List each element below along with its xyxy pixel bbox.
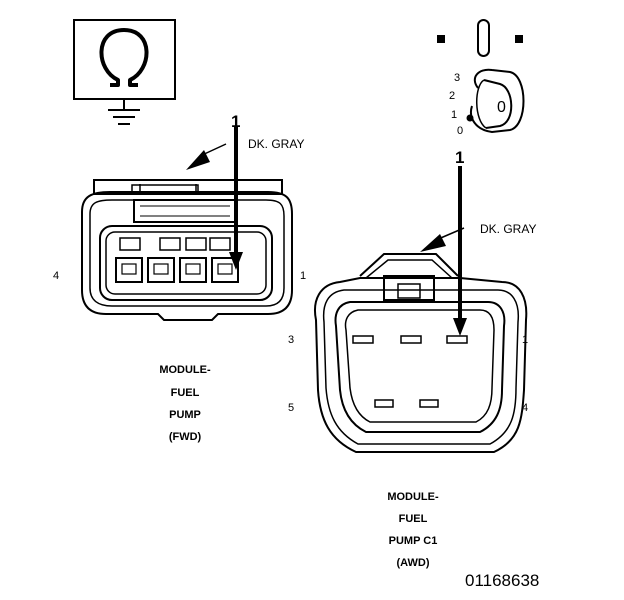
awd-pin-cavities [352,335,468,408]
dial-label: 0 [497,99,506,116]
meter-selector-dial-icon: 0 [466,68,525,134]
dial-position-0: 0 [457,125,463,137]
awd-probe-arrowhead [453,318,467,336]
fwd-caption-line-2: FUEL [171,387,200,399]
awd-pin-3: 3 [288,334,294,346]
fwd-pin-left: 4 [53,270,59,282]
fwd-probe-arrowhead [229,252,243,270]
awd-pin-4: 4 [522,402,528,414]
dial-position-3: 3 [454,72,460,84]
fwd-connector [81,126,293,321]
fwd-wire-number: 1 [231,112,240,131]
meter-terminal-left [437,35,445,43]
fwd-caption-line-4: (FWD) [169,431,202,443]
fwd-wire-color-pointer [186,150,210,170]
awd-pin-1: 1 [522,334,528,346]
awd-pin-5: 5 [288,402,294,414]
figure-number: 01168638 [465,571,539,590]
awd-wire-color: DK. GRAY [480,222,536,236]
ohmmeter-symbol [73,19,176,125]
awd-caption-line-3: PUMP C1 [389,535,438,547]
awd-caption-line-1: MODULE- [387,491,439,503]
ohm-icon [99,28,149,87]
meter-selector: 0 3 2 1 0 [437,19,525,137]
meter-terminal-right [515,35,523,43]
awd-connector [314,166,528,453]
fwd-pin-cavities [115,257,239,283]
ground-icon [108,99,140,125]
fwd-pin-right: 1 [300,270,306,282]
fwd-caption-line-1: MODULE- [159,364,211,376]
dial-position-2: 2 [449,90,455,102]
dial-position-1: 1 [451,109,457,121]
awd-caption-line-4: (AWD) [397,557,430,569]
awd-wire-color-pointer [420,234,446,252]
fwd-caption-line-3: PUMP [169,409,201,421]
awd-wire-number: 1 [455,148,464,167]
meter-slot-icon [477,19,490,57]
awd-caption: MODULE- FUEL PUMP C1 (AWD) [387,491,439,569]
fwd-caption: MODULE- FUEL PUMP (FWD) [159,364,211,443]
awd-caption-line-2: FUEL [399,513,428,525]
fwd-wire-color: DK. GRAY [248,137,304,151]
